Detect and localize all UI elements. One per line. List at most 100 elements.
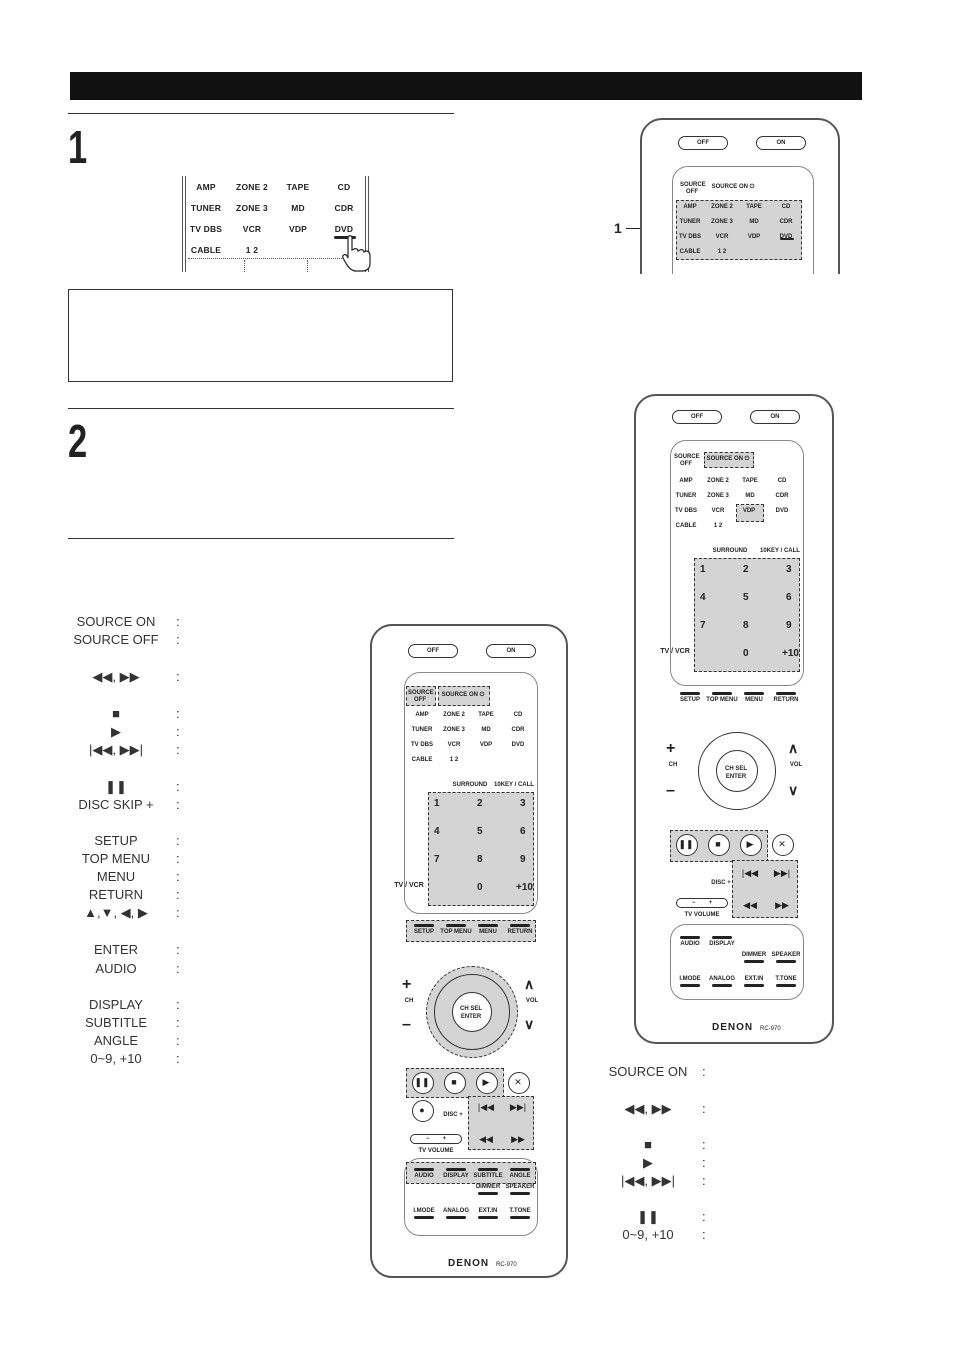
tv-vcr-label[interactable]: TV / VCR [660,648,690,655]
source-key-label[interactable]: ZONE 3 [236,203,268,213]
source-key-label[interactable]: TAPE [746,204,762,210]
source-key-label[interactable]: TV DBS [674,508,697,514]
source-key-label[interactable]: TV DBS [189,224,223,234]
source-key-label[interactable]: DVD [511,742,525,748]
audio-row-button[interactable]: ANGLE [509,1173,531,1179]
digit-key[interactable]: 5 [477,826,483,837]
source-key-label[interactable]: VDP [288,224,308,234]
digit-key[interactable]: 2 [743,564,749,575]
speaker-button[interactable]: SPEAKER [505,1184,535,1190]
dimmer-button[interactable]: DIMMER [741,952,767,958]
digit-key[interactable]: 3 [786,564,792,575]
source-key-label[interactable]: VCR [715,234,729,240]
source-key-label[interactable]: MD [745,493,755,499]
off-button[interactable]: OFF [408,644,458,658]
speaker-button[interactable]: SPEAKER [771,952,801,958]
source-key-label[interactable]: TAPE [286,182,310,192]
enter-button[interactable] [716,750,758,792]
bottom-row-button[interactable]: T.TONE [509,1208,531,1214]
source-key-label[interactable]: MD [749,219,759,225]
digit-key[interactable]: 6 [520,826,526,837]
source-key-label[interactable]: CABLE [411,757,433,763]
source-key-label[interactable]: DVD [334,224,354,234]
fast-forward-icon[interactable]: ▶▶ [511,1134,525,1144]
plus10-key[interactable]: +10 [782,648,799,659]
enter-button[interactable] [452,992,492,1032]
source-key-label[interactable]: CD [777,478,787,484]
source-key-label[interactable]: DVD [775,508,789,514]
source-key-label[interactable]: TV DBS [410,742,433,748]
digit-key[interactable]: 9 [786,620,792,631]
source-key-label[interactable]: VDP [747,234,761,240]
audio-row-button[interactable]: AUDIO [680,941,700,947]
source-key-label[interactable]: CDR [334,203,354,213]
vol-up-icon[interactable]: ∧ [524,976,535,992]
menu-row-button[interactable]: SETUP [413,929,434,935]
ch-plus-icon[interactable]: + [402,976,412,993]
source-key-label[interactable]: 1 2 [713,523,723,529]
menu-row-button[interactable]: RETURN [507,929,533,935]
skip-forward-icon[interactable]: ▶▶| [773,868,791,878]
source-key-label[interactable]: MD [481,727,491,733]
skip-back-icon[interactable]: |◀◀ [477,1102,495,1112]
source-key-label[interactable]: ZONE 2 [443,712,465,718]
zero-key[interactable]: 0 [743,648,749,659]
source-key-label[interactable]: AMP [196,182,216,192]
on-button[interactable]: ON [756,136,806,150]
digit-key[interactable]: 8 [743,620,749,631]
source-key-label[interactable]: TUNER [675,493,697,499]
source-key-label[interactable]: VCR [242,224,262,234]
mute-button[interactable] [508,1072,530,1094]
audio-row-button[interactable]: AUDIO [414,1173,434,1179]
rewind-icon[interactable]: ◀◀ [479,1134,493,1144]
pause-button[interactable] [676,834,698,856]
bottom-row-button[interactable]: EXT.IN [744,976,764,982]
plus10-key[interactable]: +10 [516,882,533,893]
source-key-label[interactable]: VCR [447,742,461,748]
zero-key[interactable]: 0 [477,882,483,893]
bottom-row-button[interactable]: EXT.IN [478,1208,498,1214]
dimmer-button[interactable]: DIMMER [475,1184,501,1190]
menu-row-button[interactable]: TOP MENU [706,697,738,703]
tv-vcr-label[interactable]: TV / VCR [394,882,424,889]
menu-row-button[interactable]: RETURN [773,697,799,703]
audio-row-button[interactable]: DISPLAY [709,941,735,947]
digit-key[interactable]: 1 [700,564,706,575]
source-key-label[interactable]: TUNER [190,203,222,213]
source-key-label[interactable]: CD [781,204,791,210]
ch-minus-icon[interactable]: – [666,782,675,799]
skip-forward-icon[interactable]: ▶▶| [509,1102,527,1112]
mute-button[interactable] [772,834,794,856]
source-key-label[interactable]: AMP [415,712,429,718]
source-key-label[interactable]: CABLE [675,523,697,529]
audio-row-button[interactable]: DISPLAY [443,1173,469,1179]
vol-up-icon[interactable]: ∧ [788,740,799,756]
digit-key[interactable]: 1 [434,798,440,809]
tv-volume-rocker[interactable]: − + [676,898,728,908]
source-key-label[interactable]: 1 2 [245,245,259,255]
digit-key[interactable]: 4 [700,592,706,603]
source-key-label[interactable]: CABLE [679,249,701,255]
source-key-label[interactable]: CDR [775,493,789,499]
play-button[interactable] [476,1072,498,1094]
audio-row-button[interactable]: SUBTITLE [473,1173,503,1179]
source-key-label[interactable]: DVD [779,234,793,240]
bottom-row-button[interactable]: I.MODE [679,976,701,982]
digit-key[interactable]: 4 [434,826,440,837]
on-button[interactable]: ON [750,410,800,424]
source-key-label[interactable]: VCR [711,508,725,514]
source-key-label[interactable]: 1 2 [449,757,459,763]
digit-key[interactable]: 9 [520,854,526,865]
source-key-label[interactable]: MD [291,203,305,213]
rewind-icon[interactable]: ◀◀ [743,900,757,910]
source-key-label[interactable]: 1 2 [717,249,727,255]
source-key-label[interactable]: AMP [679,478,693,484]
source-key-label[interactable]: VDP [479,742,493,748]
source-key-label[interactable]: ZONE 3 [707,493,729,499]
pause-button[interactable] [412,1072,434,1094]
bottom-row-button[interactable]: ANALOG [709,976,735,982]
menu-row-button[interactable]: SETUP [679,697,700,703]
vol-down-icon[interactable]: ∨ [524,1016,535,1032]
digit-key[interactable]: 7 [700,620,706,631]
tv-volume-rocker[interactable]: − + [410,1134,462,1144]
